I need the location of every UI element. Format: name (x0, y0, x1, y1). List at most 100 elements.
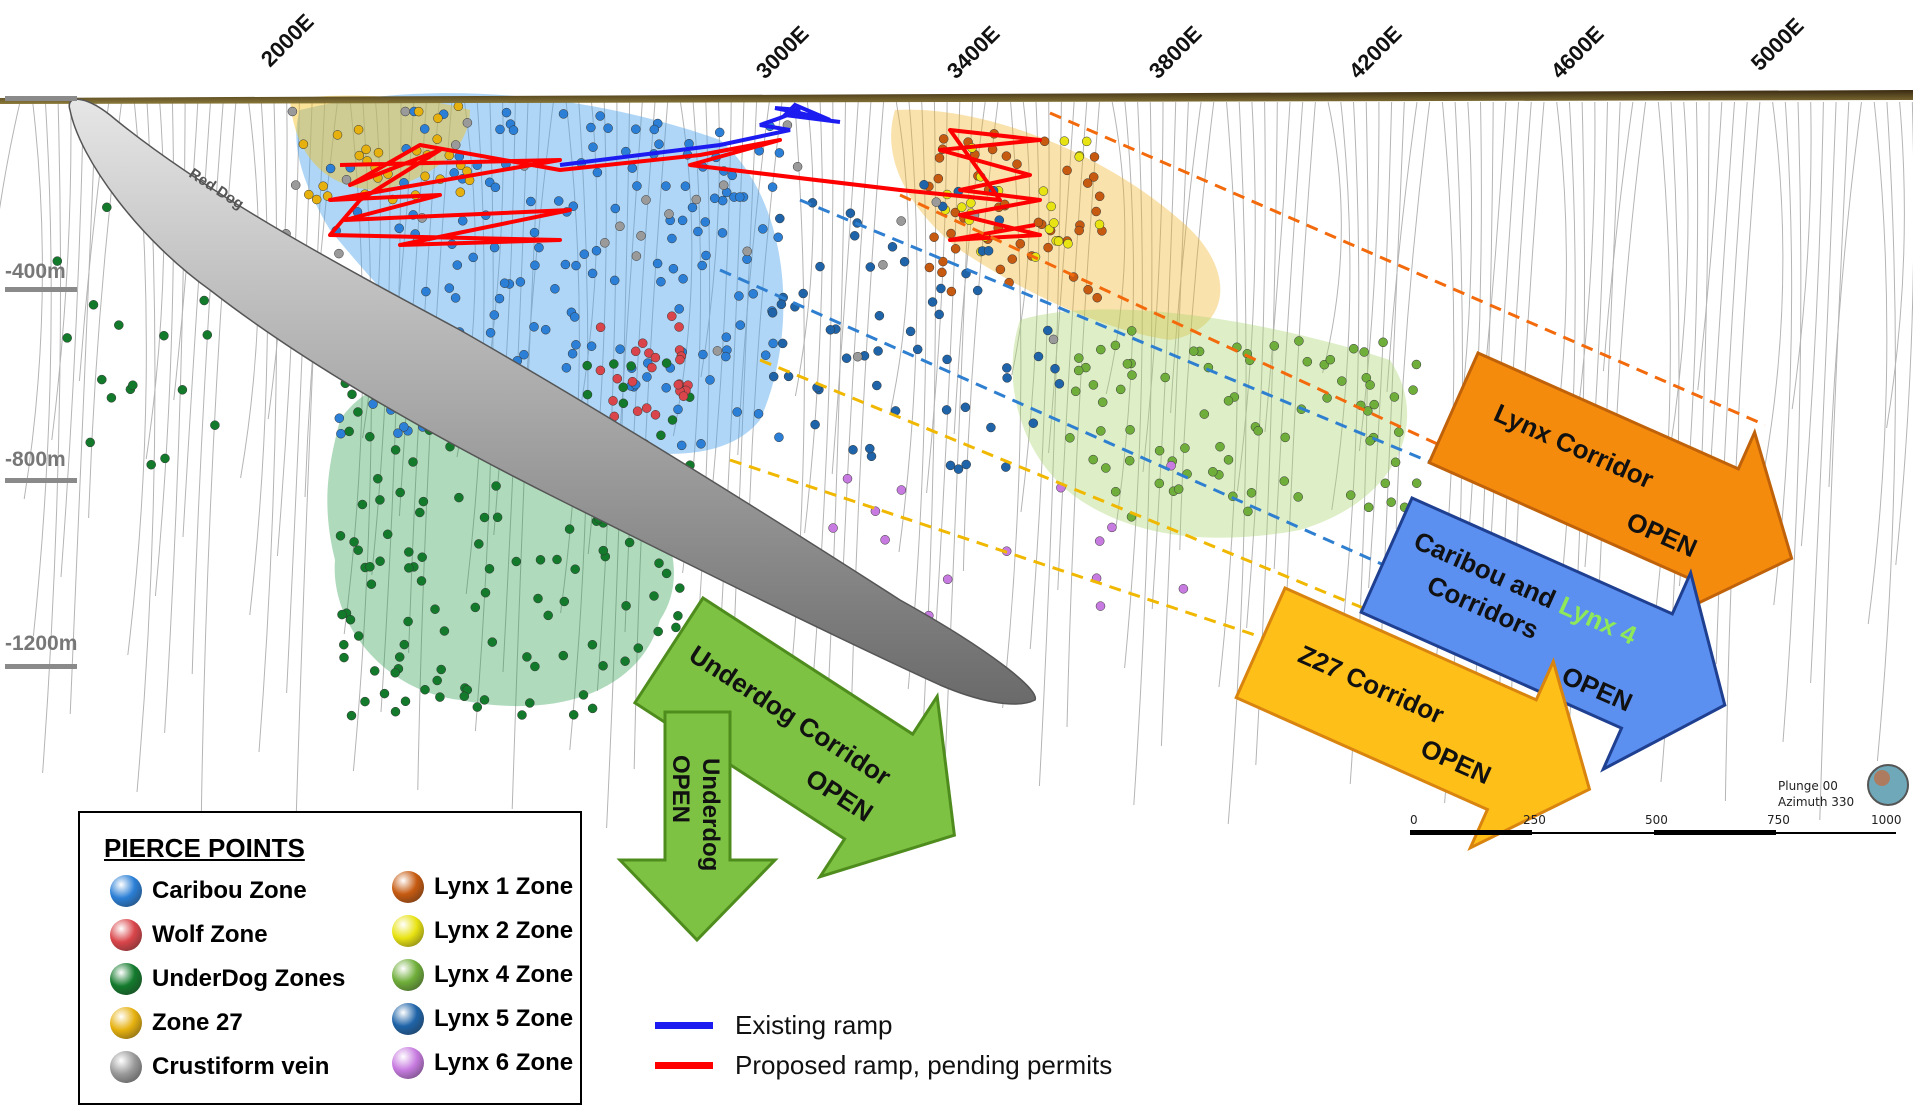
lynx1-point (1015, 239, 1026, 249)
caribou-point (697, 260, 707, 271)
underdog-point (626, 361, 636, 371)
wolf-point (595, 322, 606, 333)
caribou-point (457, 216, 468, 226)
underdog-point (430, 604, 440, 614)
lynx6-point (1178, 584, 1189, 594)
drill-hole (1697, 101, 1723, 391)
drill-hole (926, 101, 948, 494)
crustiform-point (287, 106, 298, 117)
zone27-marker-icon (110, 1007, 142, 1039)
lynx1-point (946, 228, 956, 239)
drill-hole (1048, 101, 1075, 454)
lynx2-point (1053, 236, 1064, 247)
legend-lynx1: Lynx 1 Zone (392, 869, 573, 905)
zone27-point (433, 113, 443, 124)
underdog-point (146, 459, 156, 470)
depth-tick-800 (5, 478, 77, 483)
caribou-point (667, 233, 677, 244)
caribou-point (661, 181, 671, 191)
z27-corridor-arrow: Z27 Corridor OPEN (1234, 586, 1592, 852)
lynx5-point (798, 288, 808, 299)
underdog-point (570, 564, 580, 574)
lynx2-point (1038, 186, 1049, 196)
underdog-point (375, 495, 385, 505)
underdog-point (621, 601, 631, 611)
wolf-point (595, 365, 606, 376)
lynx2-point (1049, 218, 1059, 228)
caribou-point (560, 259, 571, 270)
drill-hole (191, 101, 224, 675)
scale-bar-base (1410, 832, 1896, 834)
lynx1-point (1082, 178, 1093, 188)
lynx4-point (1154, 478, 1165, 489)
lynx2-point (1094, 219, 1105, 230)
lynx6-point (828, 523, 838, 533)
drill-hole (249, 101, 269, 616)
lynx5-point (941, 405, 952, 415)
underdog-point (530, 661, 540, 672)
lynx2-point (957, 202, 967, 212)
lynx5-point (912, 344, 923, 355)
legend-label: Lynx 5 Zone (434, 1005, 574, 1032)
underdog-point (339, 652, 349, 663)
lynx5-point (848, 445, 858, 455)
lynx5-point (919, 179, 929, 190)
lynx1-point (1089, 152, 1100, 162)
drill-hole (1038, 101, 1062, 787)
wolf-point (644, 348, 654, 358)
wolf-point (612, 373, 623, 384)
caribou-point (627, 163, 638, 173)
drill-hole (1810, 101, 1837, 684)
lynx4-point (1180, 443, 1190, 453)
ramp-key-existing: Existing ramp (655, 1005, 1112, 1045)
underdog-point (128, 380, 138, 390)
legend-crustiform: Crustiform vein (110, 1049, 329, 1085)
lynx4-point (1110, 486, 1121, 497)
drill-hole (1151, 101, 1177, 610)
lynx5-point (905, 326, 916, 337)
zone27-point (455, 187, 466, 197)
lynx5-point (986, 422, 996, 433)
underdog-point (624, 537, 635, 548)
underdog-point (609, 359, 619, 369)
legend-caribou: Caribou Zone (110, 873, 307, 909)
lynx4-envelope (1012, 309, 1408, 538)
drill-hole (258, 101, 278, 753)
scale-bar-seg-1 (1654, 830, 1776, 835)
lynx1-point (938, 134, 949, 144)
underdog-point (88, 300, 99, 310)
lynx5-point (1050, 363, 1060, 374)
underdog-point (418, 496, 429, 507)
underdog-point (159, 330, 169, 341)
scale-750: 750 (1767, 813, 1790, 827)
zone27-point (332, 130, 343, 140)
caribou-point (586, 122, 596, 133)
drill-hole (32, 101, 52, 637)
legend-label: Lynx 1 Zone (434, 873, 574, 900)
lynx5-point (1043, 325, 1053, 336)
underdog-point (439, 626, 450, 636)
lynx5-point (983, 246, 994, 256)
crustiform-marker-icon (110, 1051, 142, 1083)
drill-hole (42, 101, 62, 774)
drill-hole (831, 101, 859, 475)
caribou-point (701, 250, 711, 261)
lynx5-point (845, 208, 856, 218)
lynx4-point (1154, 445, 1165, 456)
underdog-point (353, 631, 364, 641)
caribou-point (698, 349, 708, 360)
underdog-point (375, 556, 385, 566)
legend-label: Crustiform vein (152, 1053, 330, 1080)
lynx1-point (1083, 284, 1093, 295)
scale-1000: 1000 (1871, 813, 1902, 827)
drill-hole (145, 101, 165, 460)
drill-hole (1105, 101, 1126, 395)
underdog-point (160, 453, 170, 464)
caribou-point (399, 422, 409, 432)
caribou-point (571, 340, 581, 350)
lynx4-point (1088, 454, 1098, 465)
caribou-point (649, 124, 660, 135)
caribou-point (334, 413, 345, 423)
drill-hole (286, 101, 313, 694)
underdog-point (436, 664, 446, 675)
